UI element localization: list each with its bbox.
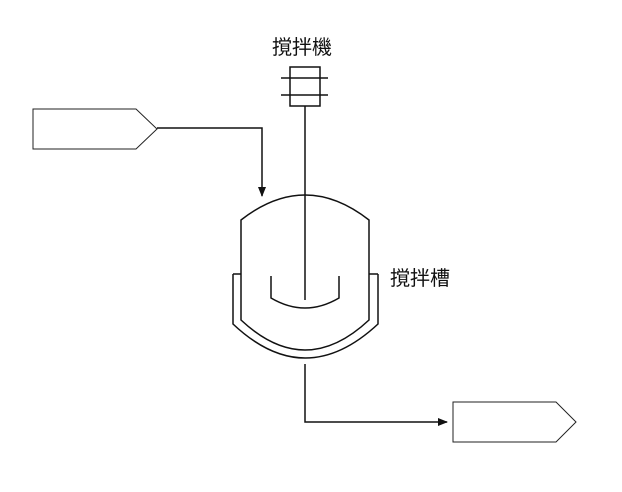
impeller-icon [270, 276, 340, 309]
outlet-stream-tag[interactable] [452, 401, 577, 443]
inlet-stream-tag[interactable] [32, 108, 158, 150]
tank-jacket [232, 273, 379, 359]
agitator-motor-icon[interactable] [281, 66, 328, 107]
tank-label: 撹拌槽 [390, 266, 450, 290]
outlet-pipe [304, 364, 448, 426]
tank-vessel[interactable] [240, 194, 370, 351]
agitator-label: 撹拌機 [272, 35, 332, 59]
inlet-pipe [157, 127, 266, 197]
